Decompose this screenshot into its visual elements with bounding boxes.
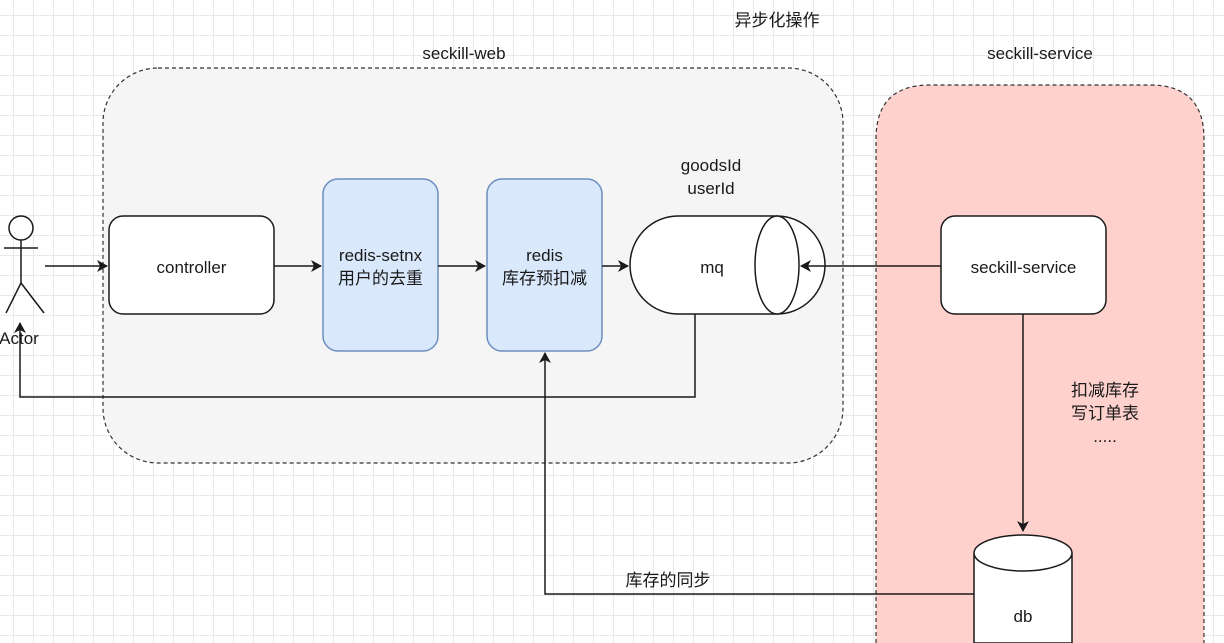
- stock-sync-label: 库存的同步: [626, 571, 711, 590]
- db-label: db: [1014, 607, 1033, 626]
- diagram-title: 异步化操作: [735, 11, 820, 30]
- edge-db-to-redis-sync: [539, 352, 974, 595]
- ellipsis-note: .....: [1093, 427, 1117, 446]
- seckill-service-node: seckill-service: [940, 215, 1107, 315]
- actor-figure: [4, 215, 45, 314]
- mq-note-userid: userId: [687, 179, 734, 198]
- redis-stock-node: redis 库存预扣减: [486, 178, 603, 352]
- redis-setnx-label: redis-setnx: [339, 246, 423, 265]
- seckill-service-label: seckill-service: [971, 258, 1077, 277]
- db-node: db: [973, 534, 1073, 643]
- actor-head: [8, 215, 34, 241]
- stock-prededuct-label: 库存预扣减: [502, 269, 587, 288]
- seckill-service-group-label: seckill-service: [987, 44, 1093, 63]
- redis-setnx-node: redis-setnx 用户的去重: [322, 178, 439, 352]
- deduct-stock-note: 扣减库存: [1071, 381, 1139, 400]
- mq-label: mq: [700, 258, 724, 277]
- dedup-label: 用户的去重: [338, 269, 423, 288]
- edge-mq-to-actor-response: [14, 314, 696, 398]
- mq-queue-node: mq goodsId userId: [629, 156, 826, 315]
- mq-note-goodsid: goodsId: [681, 156, 742, 175]
- seckill-web-group-label: seckill-web: [422, 44, 505, 63]
- controller-label: controller: [157, 258, 227, 277]
- write-order-note: 写订单表: [1071, 404, 1139, 423]
- redis-label: redis: [526, 246, 563, 265]
- controller-node: controller: [108, 215, 275, 315]
